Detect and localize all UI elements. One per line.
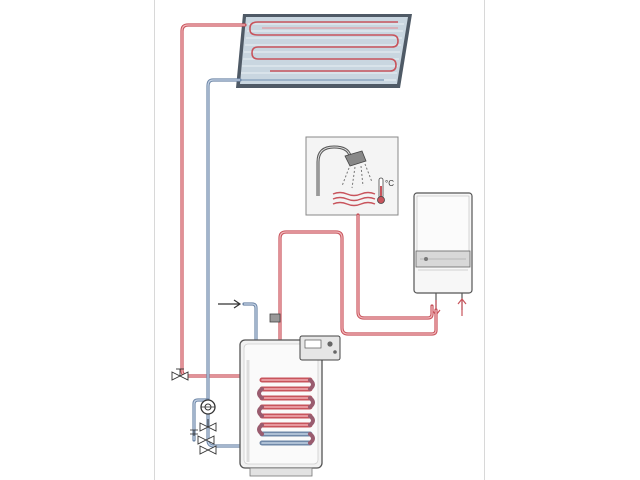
shower-box xyxy=(305,136,399,216)
heat-exchanger-coil xyxy=(257,377,315,446)
mixing-valve-icon xyxy=(269,313,281,323)
pump-group xyxy=(171,368,217,455)
thermometer-unit-label: °C xyxy=(385,179,394,188)
solar-cold-pipe xyxy=(206,78,264,448)
solar-collector-icon xyxy=(236,14,412,88)
controller-icon xyxy=(299,335,341,361)
valve-icon xyxy=(171,368,189,381)
pump-icon xyxy=(200,399,216,415)
check-valve-icon xyxy=(199,419,217,432)
fill-valve-icon xyxy=(190,429,215,445)
cold-water-inlet xyxy=(218,299,281,472)
shower-feed-pipe xyxy=(356,213,434,320)
drain-valve-icon xyxy=(199,445,217,455)
hot-water-pipe xyxy=(278,230,438,382)
thermometer-icon: °C xyxy=(377,177,394,204)
boiler-icon xyxy=(413,192,473,294)
shower-icon xyxy=(316,145,376,207)
